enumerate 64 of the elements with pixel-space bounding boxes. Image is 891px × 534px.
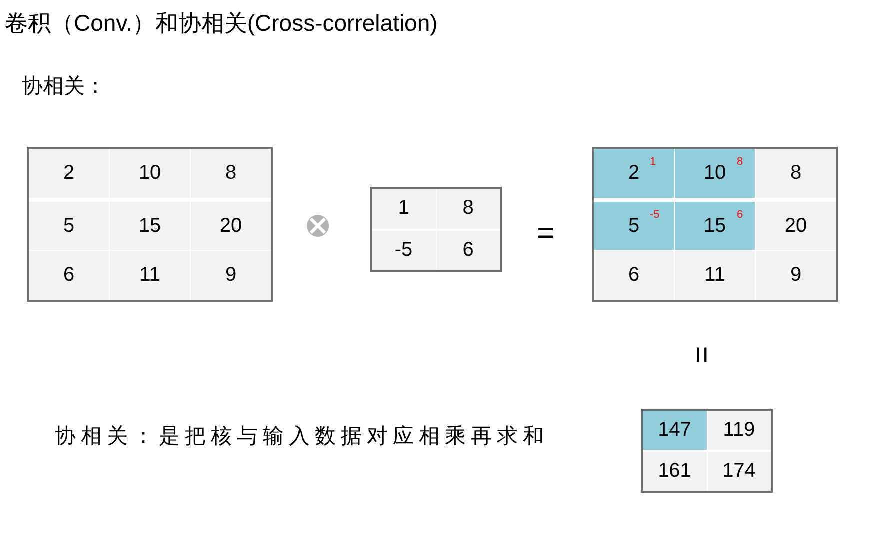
cell-value: 6 (63, 263, 75, 288)
matrix-cell (756, 149, 836, 198)
matrix-cell (643, 411, 706, 450)
cell-value: 11 (704, 263, 726, 288)
matrix-frame (592, 147, 838, 302)
matrix-frame (27, 147, 273, 302)
cell-value: 9 (790, 263, 802, 288)
description-text: 协相关：是把核与输入数据对应相乘再求和 (55, 424, 549, 450)
matrix-frame (370, 187, 502, 272)
superscript-number: 8 (737, 156, 744, 169)
cell-value: 5 (63, 214, 75, 239)
matrix-cell (372, 230, 436, 270)
matrix-cell (756, 202, 836, 250)
equals-sign: = (684, 346, 719, 364)
matrix-cell (372, 189, 436, 228)
cell-value: 11 (140, 263, 160, 288)
matrix-cell (29, 149, 109, 198)
cell-value: 174 (722, 459, 756, 484)
cell-value: 161 (658, 459, 692, 484)
matrix-cell (643, 452, 706, 491)
diagram-title: 卷积（Conv.）和协相关(Cross-correlation) (5, 9, 438, 38)
matrix-frame (641, 409, 773, 493)
matrix-cell (436, 230, 500, 270)
cell-value: 8 (790, 161, 802, 186)
superscript-number: 1 (650, 156, 656, 169)
matrix-cell (594, 251, 674, 300)
cell-value: 8 (225, 161, 237, 186)
matrix-cell (708, 452, 771, 491)
matrix-cell (29, 202, 109, 250)
cell-value: 10 (704, 161, 726, 186)
cell-value: 8 (462, 196, 474, 221)
cell-value: 5 (628, 214, 640, 239)
cell-value: 147 (658, 418, 692, 443)
matrix-cell (191, 149, 271, 198)
cell-value: 119 (723, 418, 756, 443)
matrix-cell (191, 202, 271, 250)
matrix-cell (675, 149, 755, 198)
matrix-cell (436, 189, 500, 228)
matrix-cell (675, 251, 755, 300)
cell-value: 1 (398, 196, 410, 221)
cell-value: 2 (63, 161, 75, 186)
matrix-cell (594, 149, 674, 198)
equals-sign: = (537, 216, 555, 252)
cell-value: 20 (220, 214, 242, 239)
cell-value: 15 (704, 214, 726, 239)
matrix-cell (110, 251, 190, 300)
matrix-cell (191, 251, 271, 300)
matrix-cell (756, 251, 836, 300)
cell-value: 15 (138, 214, 162, 239)
cell-value: 9 (225, 263, 237, 288)
superscript-number: -5 (650, 208, 660, 222)
section-heading: 协相关： (22, 74, 106, 100)
matrix-cell (594, 202, 674, 250)
cell-value: 2 (628, 161, 640, 186)
cell-value: 20 (784, 214, 808, 239)
cell-value: 6 (628, 263, 640, 288)
matrix-cell (675, 202, 755, 250)
matrix-cell (29, 251, 109, 300)
cell-value: 6 (462, 238, 474, 262)
superscript-number: 6 (737, 208, 744, 222)
matrix-cell (708, 411, 771, 450)
cell-value: -5 (394, 238, 413, 262)
matrix-cell (110, 149, 190, 198)
cell-value: 10 (138, 161, 162, 186)
